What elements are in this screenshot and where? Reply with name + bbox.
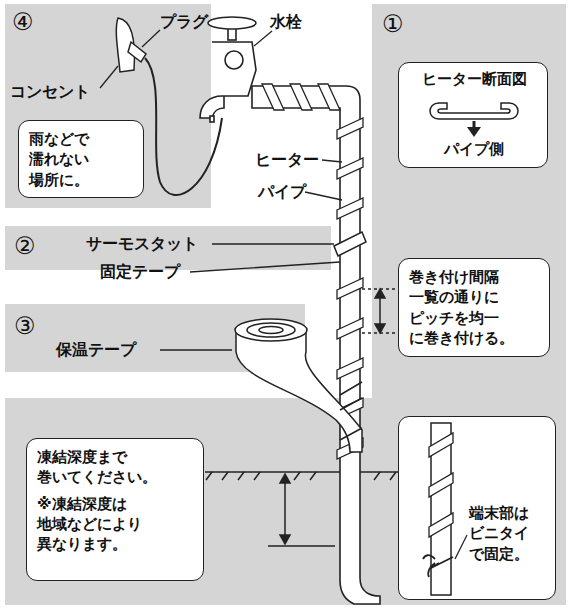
- callout-text: 巻き付け間隔 一覧の通りに ピッチを均一 に巻き付ける。: [409, 267, 539, 348]
- part-label: 水栓: [270, 12, 302, 31]
- callout-text: ヒーター断面図: [399, 69, 549, 89]
- heater-band: [262, 84, 284, 110]
- part-label: サーモスタット: [86, 234, 198, 253]
- heater-band: [337, 358, 363, 379]
- callout-box: ヒーター断面図パイプ側: [398, 62, 548, 168]
- heater-band: [337, 318, 363, 339]
- heater-band: [337, 158, 363, 179]
- insulation-tape: [235, 319, 362, 452]
- pitch-dimension: [362, 289, 396, 333]
- part-label: ヒーター: [255, 150, 319, 169]
- heater-band: [337, 278, 363, 299]
- callout-text: 雨などで 濡れない 場所に。: [29, 129, 133, 190]
- callout-box: 端末部は ビニタイ で固定。: [398, 416, 556, 600]
- ground-line: [205, 472, 398, 480]
- part-label: パイプ: [258, 182, 306, 201]
- callout-box: 巻き付け間隔 一覧の通りに ピッチを均一 に巻き付ける。: [398, 258, 550, 357]
- thermostat: [334, 232, 366, 256]
- heater-band: [337, 118, 363, 139]
- part-label: 保温テープ: [56, 340, 136, 359]
- callout-text: 端末部は ビニタイ で固定。: [469, 503, 547, 564]
- faucet: [200, 17, 380, 604]
- part-label: 固定テープ: [100, 262, 180, 281]
- callout-number: ④: [12, 8, 34, 37]
- callout-note: ※凍結深度は 地域などにより 異なります。: [37, 494, 193, 555]
- callout-box: 雨などで 濡れない 場所に。: [18, 120, 144, 198]
- grey-panels: [5, 4, 566, 605]
- heater-band: [337, 198, 363, 219]
- callout-number: ①: [382, 10, 404, 39]
- callout-number: ③: [14, 312, 36, 341]
- part-label: コンセント: [10, 82, 90, 101]
- frost-depth-dimension: [268, 474, 335, 546]
- callout-box: 凍結深度まで 巻いてください。 ※凍結深度は 地域などにより 異なります。: [26, 438, 204, 581]
- callout-note: パイプ側: [399, 139, 549, 159]
- heater-band: [318, 84, 340, 110]
- part-label: プラグ: [160, 12, 208, 31]
- heater-band: [290, 84, 312, 110]
- callout-number: ②: [14, 232, 36, 261]
- callout-text: 凍結深度まで 巻いてください。: [37, 447, 193, 488]
